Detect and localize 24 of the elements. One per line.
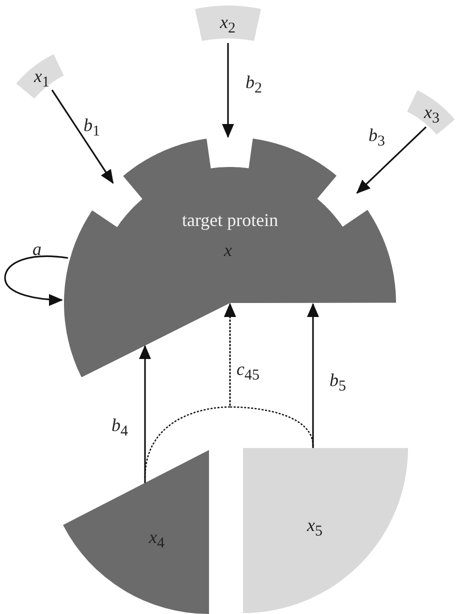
- edge-label: b$_{3}$: [368, 126, 385, 150]
- variable-label: x$_{2}$: [220, 13, 236, 37]
- arrow: [356, 126, 427, 194]
- arrow: [51, 90, 114, 184]
- arrow: [307, 303, 319, 448]
- variable-label: x: [224, 241, 232, 259]
- edge-label: b$_{2}$: [246, 73, 262, 97]
- sector-shape: [243, 448, 410, 614]
- arrow: [139, 345, 151, 483]
- edge-label: a: [32, 240, 42, 258]
- arrow: [222, 43, 234, 138]
- input-shape: [195, 5, 263, 43]
- node-title: target protein: [182, 211, 278, 229]
- edge-label: b$_{1}$: [84, 116, 100, 140]
- variable-label: x$_{1}$: [34, 67, 50, 91]
- edge-label: b$_{5}$: [330, 371, 346, 395]
- dashed-arrow: [224, 303, 314, 446]
- variable-label: x$_{5}$: [307, 516, 322, 540]
- edge-label: c$_{45}$: [236, 360, 260, 384]
- edge-label: b$_{4}$: [112, 416, 128, 440]
- arrow: [4, 256, 68, 306]
- variable-label: x$_{3}$: [424, 103, 440, 127]
- sector-shape: [60, 448, 212, 614]
- variable-label: x$_{4}$: [149, 528, 164, 552]
